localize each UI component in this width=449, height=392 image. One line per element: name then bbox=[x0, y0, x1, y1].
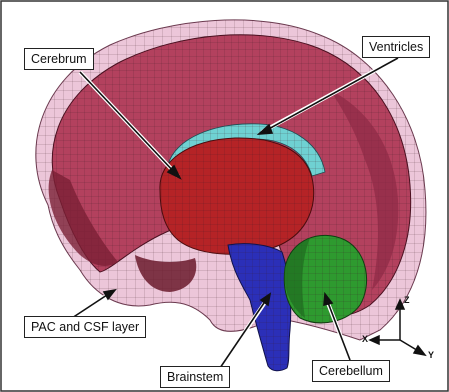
cerebellum-label: Cerebellum bbox=[312, 360, 390, 382]
cerebrum-label: Cerebrum bbox=[24, 48, 94, 70]
axis-y-label: Y bbox=[428, 350, 434, 360]
ventricles-label: Ventricles bbox=[362, 36, 430, 58]
axis-z-label: Z bbox=[404, 295, 410, 305]
cerebrum-core bbox=[160, 138, 314, 254]
pac-csf-label: PAC and CSF layer bbox=[24, 316, 146, 338]
axis-x-label: X bbox=[362, 334, 368, 344]
brainstem-label: Brainstem bbox=[160, 366, 230, 388]
cerebellum bbox=[284, 235, 366, 322]
